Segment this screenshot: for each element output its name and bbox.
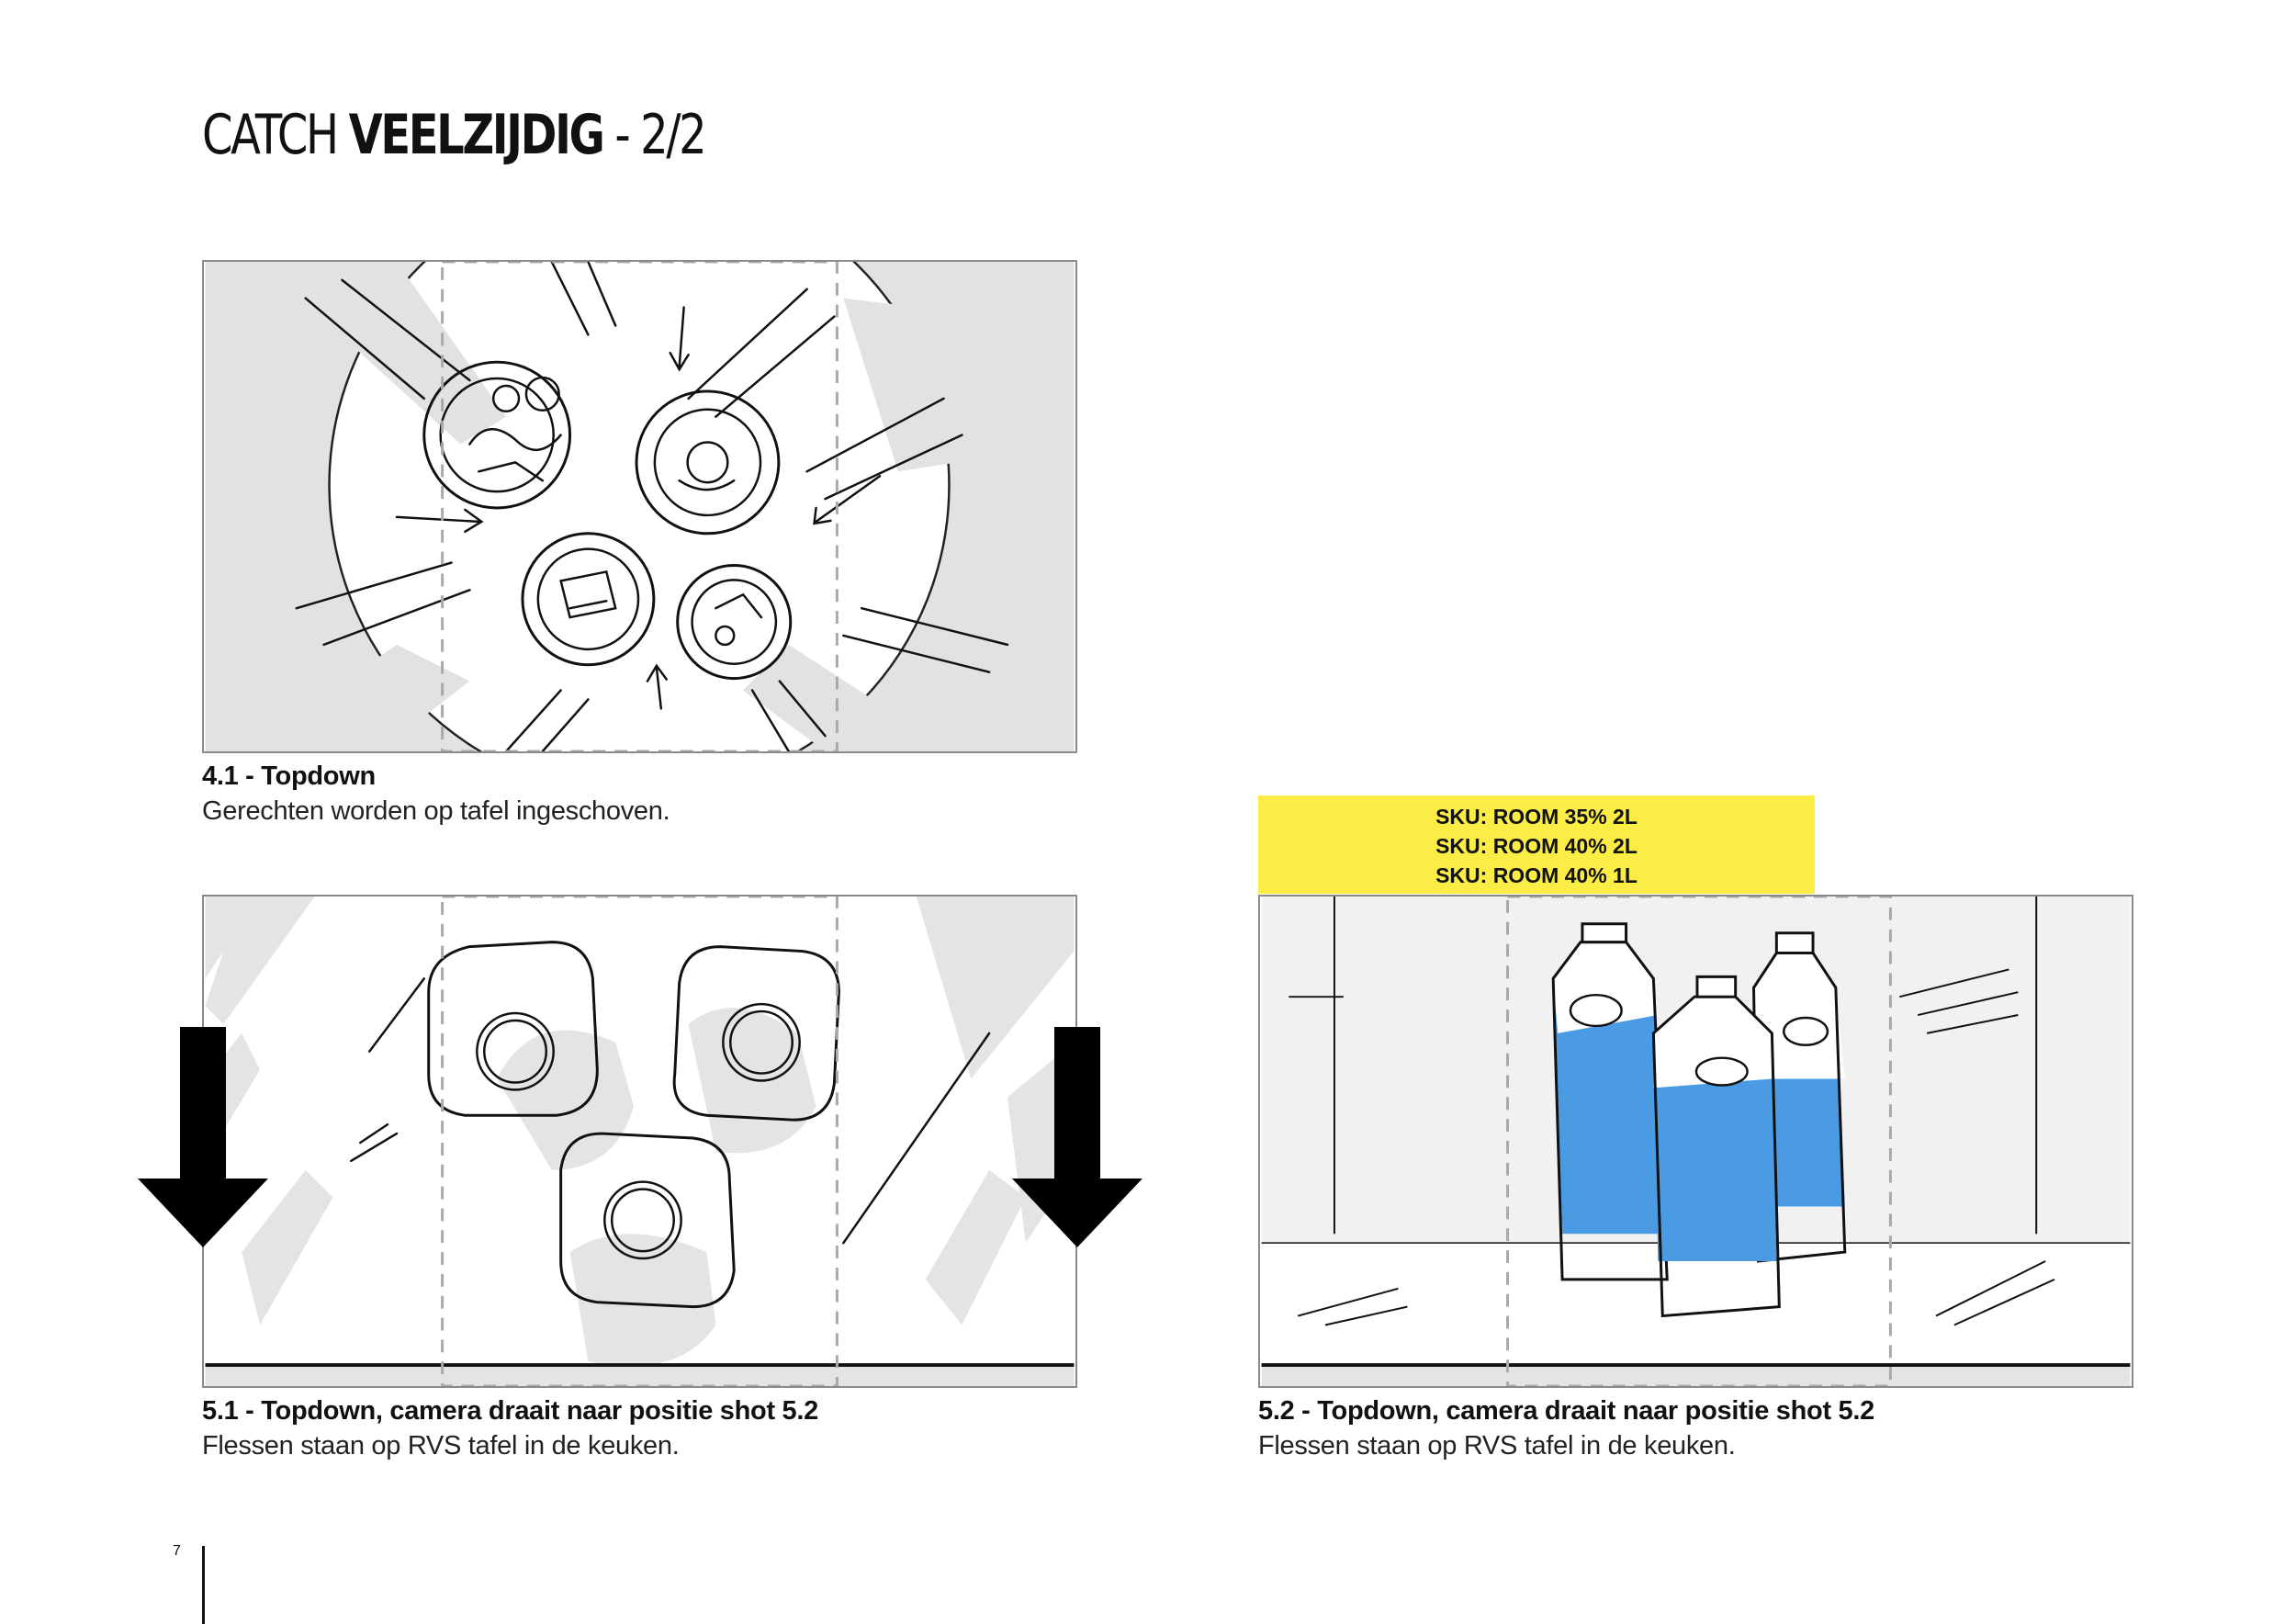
caption-5-2: 5.2 - Topdown, camera draait naar positi… xyxy=(1258,1393,1874,1463)
page-number: 7 xyxy=(173,1543,181,1559)
shot-description: Flessen staan op RVS tafel in de keuken. xyxy=(1258,1431,1736,1460)
page-rule xyxy=(202,1546,205,1624)
arrow-down-icon xyxy=(138,1027,268,1247)
storyboard-panel-4-1 xyxy=(202,260,1077,753)
sku-line: SKU: ROOM 40% 1L xyxy=(1435,863,1638,887)
shot-description: Flessen staan op RVS tafel in de keuken. xyxy=(202,1431,680,1460)
shot-heading: 5.1 - Topdown, camera draait naar positi… xyxy=(202,1396,818,1426)
storyboard-panel-5-2 xyxy=(1258,895,2133,1388)
shot-heading: 4.1 - Topdown xyxy=(202,761,376,791)
sketch-tubs-topdown xyxy=(205,897,1075,1386)
sketch-cream-bottles xyxy=(1261,897,2131,1386)
caption-5-1: 5.1 - Topdown, camera draait naar positi… xyxy=(202,1393,818,1463)
shot-description: Gerechten worden op tafel ingeschoven. xyxy=(202,796,670,826)
sku-line: SKU: ROOM 40% 2L xyxy=(1435,834,1638,858)
caption-4-1: 4.1 - Topdown Gerechten worden op tafel … xyxy=(202,759,670,829)
sku-label: SKU: ROOM 35% 2L SKU: ROOM 40% 2L SKU: R… xyxy=(1258,795,1815,894)
arrow-down-icon xyxy=(1012,1027,1142,1247)
sku-line: SKU: ROOM 35% 2L xyxy=(1435,805,1638,829)
page-title: CATCH VEELZIJDIG - 2/2 xyxy=(202,103,707,167)
sketch-table-dishes xyxy=(205,262,1075,751)
storyboard-panel-5-1 xyxy=(202,895,1077,1388)
page-title-strong: VEELZIJDIG xyxy=(348,103,605,167)
shot-heading: 5.2 - Topdown, camera draait naar positi… xyxy=(1258,1396,1874,1426)
